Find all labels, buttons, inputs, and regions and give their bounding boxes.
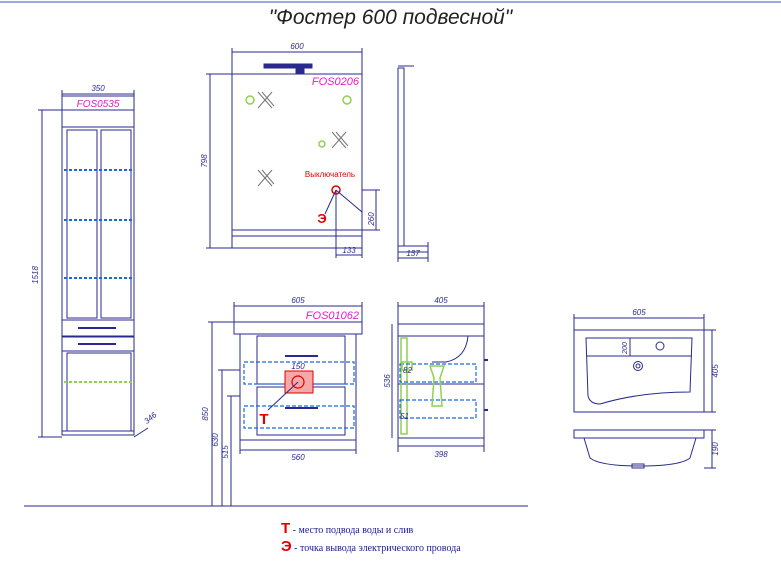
vanity-height-label: 850	[201, 407, 210, 421]
vanity-515-label: 515	[221, 445, 230, 459]
vanity-water-mark: Т	[259, 411, 268, 428]
legend-electric: Э - точка вывода электрического провода	[281, 538, 461, 555]
vanity-150-label: 150	[291, 362, 305, 371]
basin-200-label: 200	[622, 342, 629, 355]
legend-water: Т - место подвода воды и слив	[281, 520, 413, 537]
vanity-width-label: 605	[291, 296, 305, 305]
legend-electric-mark: Э	[281, 538, 292, 555]
mirror-code: FOS0206	[312, 76, 360, 88]
legend-water-mark: Т	[281, 520, 291, 537]
column-view	[38, 90, 149, 438]
vanity-markings	[243, 361, 355, 429]
column-body	[61, 109, 135, 436]
basin-top-view	[573, 314, 716, 413]
side-398-label: 398	[434, 450, 448, 459]
legend-water-text: - место подвода воды и слив	[292, 525, 414, 536]
mirror-fixings	[245, 91, 363, 215]
mirror-depth-label: 137	[406, 249, 420, 258]
mirror-view	[206, 48, 380, 258]
vanity-inner-label: 560	[291, 453, 305, 462]
column-shelves	[64, 169, 132, 383]
mirror-body	[231, 73, 363, 249]
basin-height-label: 190	[711, 442, 720, 456]
mirror-side-view	[397, 65, 429, 262]
side-width-label: 405	[434, 296, 448, 305]
mirror-height-label: 798	[200, 154, 209, 168]
basin-width-label: 605	[632, 308, 646, 317]
side-height-label: 536	[383, 374, 392, 388]
basin-depth-label: 405	[711, 364, 720, 378]
mirror-electric-mark: Э	[317, 211, 326, 226]
basin-side-view	[573, 429, 716, 469]
column-height-label: 1518	[31, 266, 40, 284]
vanity-code: FOS01062	[306, 310, 359, 322]
column-code: FOS0535	[77, 99, 120, 110]
vanity-630-label: 630	[211, 433, 220, 447]
vanity-top	[233, 321, 363, 335]
mirror-width-label: 600	[290, 42, 304, 51]
mirror-switch-x-label: 133	[342, 246, 356, 255]
side-51-label: 51	[400, 412, 409, 421]
legend-electric-text: - точка вывода электрического провода	[294, 543, 461, 554]
mirror-switch-y-label: 260	[367, 212, 376, 227]
side-markings	[399, 337, 477, 435]
vanity-body	[239, 333, 357, 441]
side-82-label: 82	[403, 366, 412, 375]
switch-label: Выключатель	[305, 170, 355, 179]
page-title: "Фостер 600 подвесной"	[268, 6, 513, 29]
column-depth-label: 346	[142, 410, 158, 426]
vanity-view	[208, 302, 363, 506]
column-width-label: 350	[91, 84, 105, 93]
